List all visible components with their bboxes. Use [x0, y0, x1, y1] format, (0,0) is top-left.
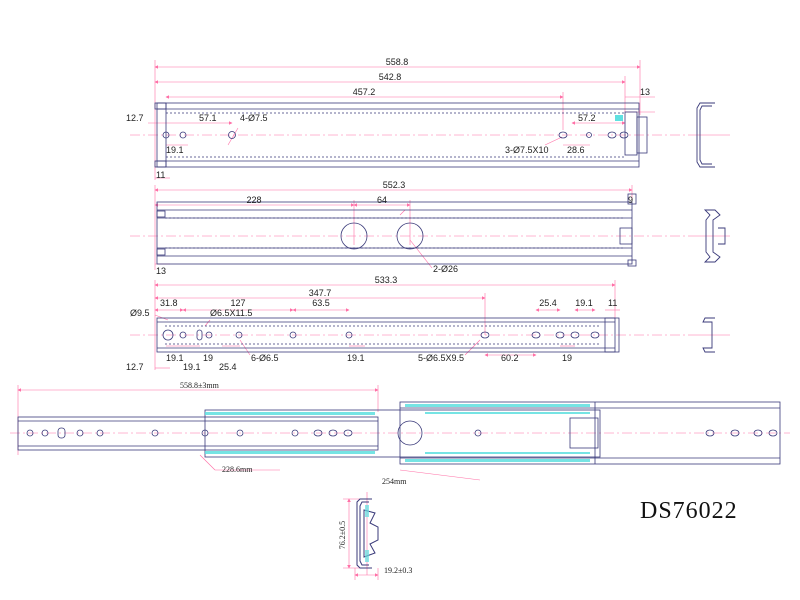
dim-31-8: 31.8	[160, 298, 178, 308]
dim-533-3: 533.3	[375, 275, 398, 285]
dim-457-2: 457.2	[353, 87, 376, 97]
label-4-holes: 4-Ø7.5	[240, 113, 268, 123]
dim-127: 127	[230, 298, 245, 308]
dim-19-1: 19.1	[166, 145, 184, 155]
cross-section: 76.2±0.5 19.2±0.3	[338, 492, 412, 580]
model-number: DS76022	[640, 498, 738, 524]
dim-11: 11	[156, 170, 165, 180]
dim-542-8: 542.8	[379, 72, 402, 82]
dim-extended-length: 558.8±3mm	[180, 381, 220, 390]
dim-19-b: 19	[562, 353, 572, 363]
side-profiles	[690, 102, 730, 353]
dim-76-2: 76.2±0.5	[338, 521, 347, 549]
view-outer-member: 558.8 542.8 457.2 13 12.7 57.1 4-Ø7.5 19…	[126, 57, 690, 180]
label-3-slots: 3-Ø7.5X10	[505, 145, 549, 155]
dim-60-2: 60.2	[501, 353, 519, 363]
dim-19-1-top: 19.1	[575, 298, 593, 308]
label-2-holes: 2-Ø26	[433, 264, 458, 274]
dim-13: 13	[640, 87, 650, 97]
dim-9: 9	[628, 195, 633, 205]
dim-25-4-b: 25.4	[219, 362, 237, 372]
dim-63-5: 63.5	[312, 298, 330, 308]
dim-19-2: 19.2±0.3	[384, 566, 412, 575]
label-5-slots: 5-Ø6.5X9.5	[418, 353, 464, 363]
dim-347-7: 347.7	[309, 288, 332, 298]
dim-228: 228	[246, 195, 261, 205]
dim-19-1-c: 19.1	[347, 353, 365, 363]
dim-11-c: 11	[608, 298, 617, 308]
dim-228-6mm: 228.6mm	[222, 465, 253, 474]
dim-552-3: 552.3	[383, 180, 406, 190]
dim-19-1-b: 19.1	[183, 362, 201, 372]
dim-25-4: 25.4	[539, 298, 557, 308]
dim-19: 19	[203, 353, 213, 363]
view-intermediate-member: 552.3 228 64 9 2-Ø26 13	[130, 180, 690, 276]
dim-12-7-c: 12.7	[126, 362, 144, 372]
label-slot-small: Ø6.5X11.5	[210, 308, 252, 318]
dim-254mm: 254mm	[382, 477, 407, 486]
dim-28-6: 28.6	[567, 145, 585, 155]
label-6-holes: 6-Ø6.5	[251, 353, 279, 363]
dim-12-7: 12.7	[126, 113, 144, 123]
view-assembled-extended: 558.8±3mm 228.6mm 254mm	[10, 381, 790, 486]
dim-19-1-a: 19.1	[166, 353, 184, 363]
dim-57-2: 57.2	[578, 113, 596, 123]
dim-13-b: 13	[156, 266, 166, 276]
dim-hole-9-5: Ø9.5	[130, 308, 150, 318]
view-inner-member: 533.3 347.7 Ø9.5 31.8 127 63.5 Ø6.5X11.5…	[126, 275, 690, 372]
dim-64: 64	[377, 195, 387, 205]
dim-57-1: 57.1	[199, 113, 217, 123]
dim-558-8: 558.8	[386, 57, 409, 67]
